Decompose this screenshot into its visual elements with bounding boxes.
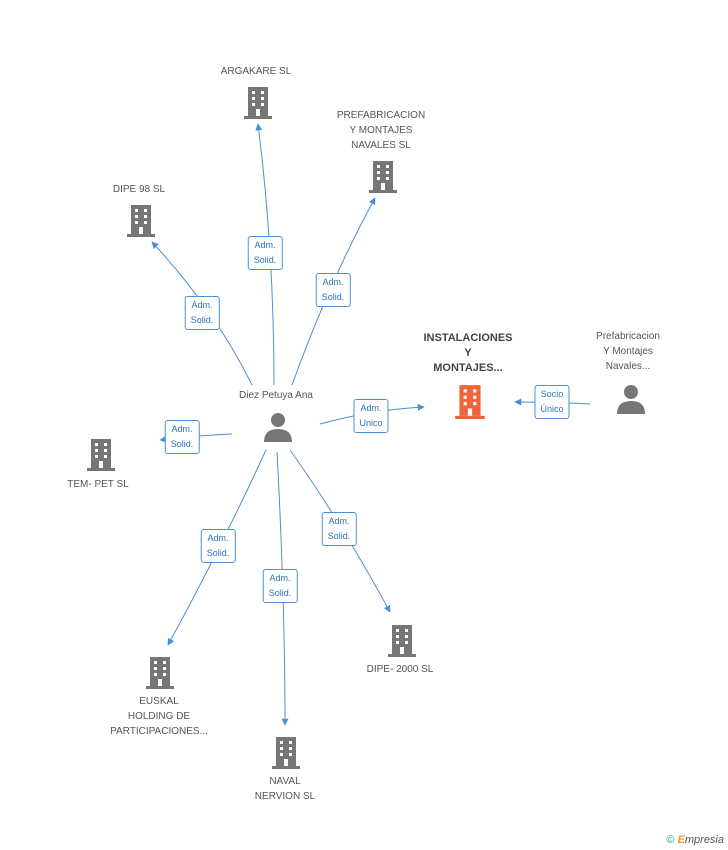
- prefab-navales-label[interactable]: PREFABRICACION Y MONTAJES NAVALES SL: [336, 110, 426, 151]
- euskal-label[interactable]: EUSKAL HOLDING DE PARTICIPACIONES...: [110, 696, 208, 737]
- building-icon[interactable]: [387, 623, 417, 657]
- person-icon[interactable]: [615, 384, 647, 414]
- building-icon[interactable]: [271, 735, 301, 769]
- edge-label-instalaciones[interactable]: Adm. Unico: [353, 399, 389, 433]
- edge-label-naval[interactable]: Adm. Solid.: [262, 569, 298, 603]
- building-focus-icon[interactable]: [454, 383, 486, 419]
- edge-label-tempet[interactable]: Adm. Solid.: [164, 420, 200, 454]
- copyright-symbol: ©: [666, 834, 675, 846]
- dipe2000-label[interactable]: DIPE- 2000 SL: [366, 664, 434, 675]
- edge-label-socio-unico[interactable]: Socio Único: [534, 385, 570, 419]
- instalaciones-label[interactable]: INSTALACIONES Y MONTAJES...: [423, 332, 513, 374]
- tempet-label[interactable]: TEM- PET SL: [67, 479, 129, 490]
- building-icon[interactable]: [368, 159, 398, 193]
- building-icon[interactable]: [145, 655, 175, 689]
- footer-branding: © Empresia: [666, 834, 724, 846]
- argakare-label[interactable]: ARGAKARE SL: [220, 66, 292, 77]
- edge-label-dipe98[interactable]: Adm. Solid.: [184, 296, 220, 330]
- edge-label-euskal[interactable]: Adm. Solid.: [200, 529, 236, 563]
- building-icon[interactable]: [243, 85, 273, 119]
- building-icon[interactable]: [126, 203, 156, 237]
- person-prefab-label[interactable]: Prefabricacion Y Montajes Navales...: [596, 331, 660, 372]
- dipe98-label[interactable]: DIPE 98 SL: [112, 184, 166, 195]
- person-diez-petuya-label[interactable]: Diez Petuya Ana: [239, 390, 313, 401]
- person-icon[interactable]: [262, 412, 294, 442]
- naval-label[interactable]: NAVAL NERVION SL: [254, 776, 316, 802]
- brand-name[interactable]: mpresia: [684, 834, 724, 846]
- building-icon[interactable]: [86, 437, 116, 471]
- edge-label-prefab-navales[interactable]: Adm. Solid.: [315, 273, 351, 307]
- edge-label-dipe2000[interactable]: Adm. Solid.: [321, 512, 357, 546]
- edge-label-argakare[interactable]: Adm. Solid.: [247, 236, 283, 270]
- brand-logo-e: E: [677, 834, 685, 846]
